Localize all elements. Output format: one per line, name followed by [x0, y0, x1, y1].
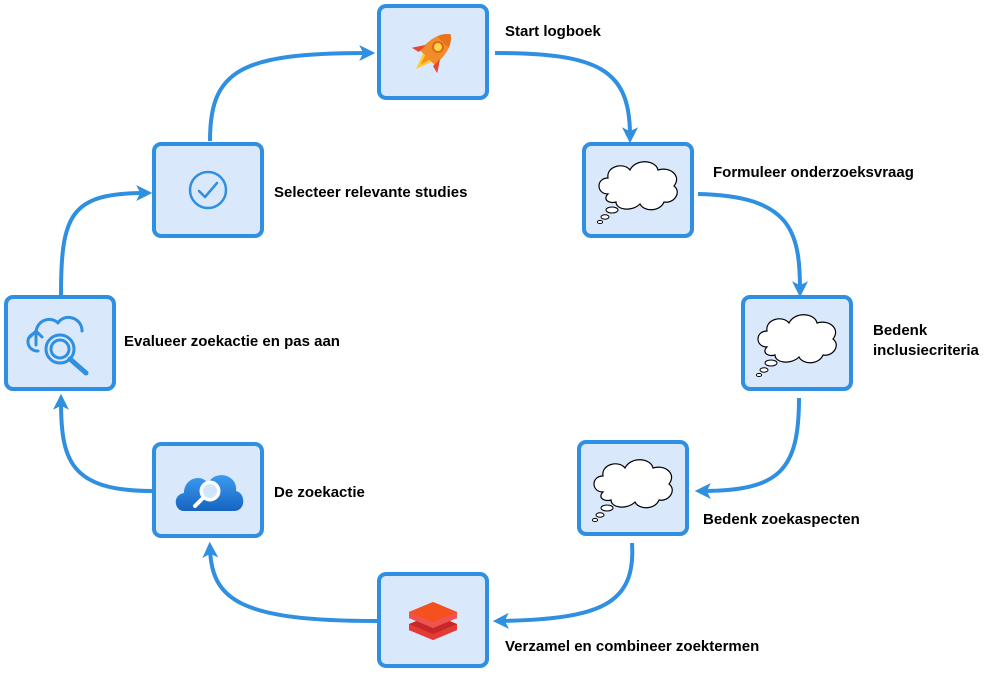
- step-verzamel-zoektermen: [377, 572, 489, 668]
- arrow-verzamel-to-zoekactie: [202, 541, 378, 623]
- check-circle-icon: [188, 170, 228, 210]
- step-start-logboek: [377, 4, 489, 100]
- step-label-bedenk-inclusiecriteria: Bedenk inclusiecriteria: [873, 321, 979, 361]
- step-selecteer-studies: [152, 142, 264, 238]
- step-formuleer-onderzoeksvraag: [582, 142, 694, 238]
- cloud-search-icon: [175, 475, 244, 511]
- step-label-formuleer-onderzoeksvraag: Formuleer onderzoeksvraag: [713, 164, 914, 181]
- arrow-formuleer-to-inclusie: [697, 192, 808, 298]
- thought-cloud-icon: [591, 459, 673, 523]
- step-label-bedenk-zoekaspecten: Bedenk zoekaspecten: [703, 511, 860, 528]
- cloud-search-refresh-icon: [26, 315, 89, 376]
- thought-cloud-icon: [596, 161, 678, 225]
- step-label-line-2: inclusiecriteria: [873, 342, 979, 359]
- thought-cloud-icon: [755, 314, 837, 378]
- arrow-start-to-formuleer: [494, 51, 638, 144]
- step-label-de-zoekactie: De zoekactie: [274, 484, 365, 501]
- step-label-start-logboek: Start logboek: [505, 23, 601, 40]
- rocket-icon: [411, 34, 451, 74]
- arrow-zoekaspecten-to-verzamel: [492, 542, 635, 629]
- arrow-inclusie-to-zoekaspecten: [694, 397, 801, 499]
- step-evalueer-zoekactie: [4, 295, 116, 391]
- step-bedenk-zoekaspecten: [577, 440, 689, 536]
- step-label-verzamel-zoektermen: Verzamel en combineer zoektermen: [505, 638, 760, 655]
- arrow-zoekactie-to-evalueer: [53, 393, 153, 493]
- arrow-selecteer-to-start: [208, 45, 376, 142]
- step-label-selecteer-studies: Selecteer relevante studies: [274, 184, 468, 201]
- step-bedenk-inclusiecriteria: [741, 295, 853, 391]
- step-label-evalueer-zoekactie: Evalueer zoekactie en pas aan: [124, 333, 340, 350]
- layers-icon: [409, 602, 457, 640]
- step-de-zoekactie: [152, 442, 264, 538]
- arrow-evalueer-to-selecteer: [59, 185, 153, 296]
- step-label-line-1: Bedenk: [873, 322, 928, 339]
